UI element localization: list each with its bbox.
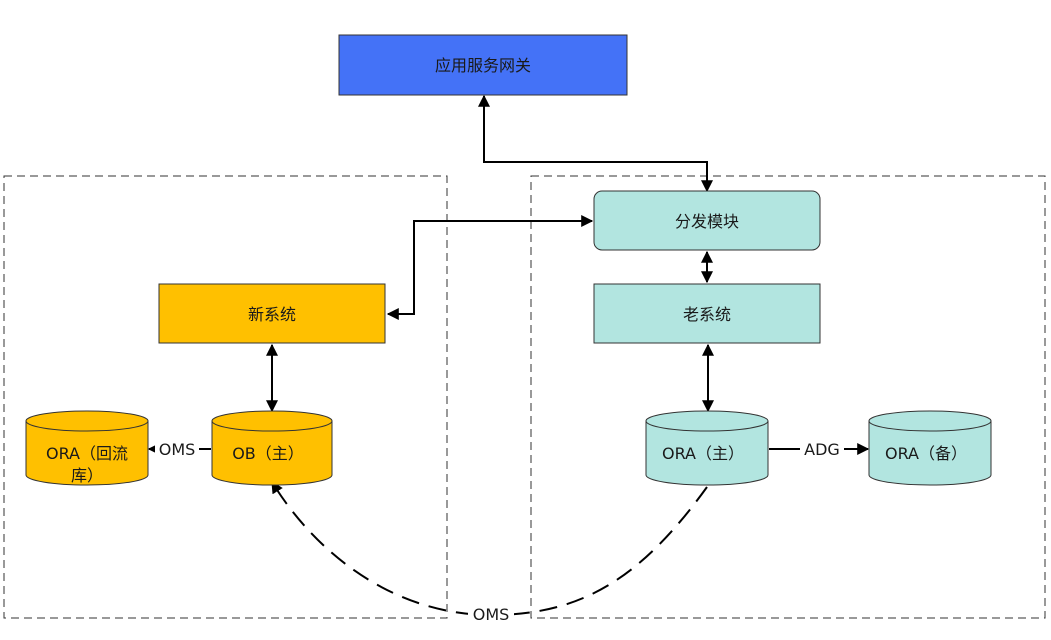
edge-gateway-dispatch <box>478 94 713 193</box>
gateway-node: 应用服务网关 <box>338 34 628 96</box>
ora-primary-database: ORA（主） <box>645 410 769 486</box>
ora-reflow-label-line1: ORA（回流 <box>46 444 128 463</box>
ora-standby-database: ORA（备） <box>868 410 992 486</box>
new-system-node: 新系统 <box>158 283 386 344</box>
old-system-label: 老系统 <box>683 305 731 324</box>
dispatch-label: 分发模块 <box>675 212 739 231</box>
edge-dispatch-new-system <box>386 215 594 320</box>
edge-ora-primary-ob-oms <box>271 480 708 617</box>
ora-reflow-database: ORA（回流 库） <box>25 410 149 486</box>
dispatch-node: 分发模块 <box>593 190 821 251</box>
ora-reflow-label-line2: 库） <box>71 466 103 485</box>
ob-primary-label: OB（主） <box>232 444 304 463</box>
ob-primary-database: OB（主） <box>211 410 333 486</box>
old-system-node: 老系统 <box>593 283 821 344</box>
edge-label-adg: ADG <box>804 440 840 459</box>
gateway-label: 应用服务网关 <box>435 56 531 75</box>
new-system-group <box>3 175 448 619</box>
edge-label-oms-reflow: OMS <box>159 440 196 459</box>
edge-label-oms-migration: OMS <box>473 605 510 624</box>
old-system-group <box>530 175 1046 619</box>
ora-primary-label: ORA（主） <box>662 444 744 463</box>
new-system-label: 新系统 <box>248 305 296 324</box>
ora-standby-label: ORA（备） <box>885 444 967 463</box>
